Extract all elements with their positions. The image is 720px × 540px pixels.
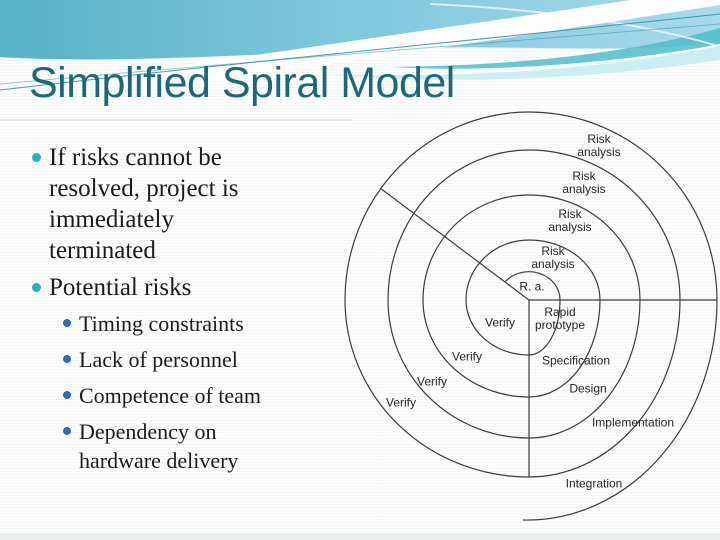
- axis-diagonal-line: [379, 187, 530, 301]
- list-item-text: If risks cannot be resolved, project is …: [49, 144, 239, 264]
- bullet-dot-icon: [32, 283, 41, 292]
- bullet-list: If risks cannot be resolved, project is …: [30, 142, 330, 482]
- bullet-dot-icon: [63, 391, 71, 399]
- label-specification: Specification: [541, 353, 611, 368]
- list-item-text: Potential risks: [49, 274, 192, 301]
- label-integration: Integration: [565, 476, 623, 491]
- label-risk-analysis: Risk analysis: [577, 132, 621, 159]
- list-item-text: Competence of team: [79, 383, 262, 408]
- label-verify: Verify: [484, 315, 516, 330]
- label-risk-analysis: Risk analysis: [548, 207, 592, 234]
- list-item: Competence of team: [61, 381, 330, 410]
- bullet-dot-icon: [63, 319, 71, 327]
- slide-title: Simplified Spiral Model: [29, 59, 455, 107]
- label-design: Design: [569, 381, 607, 396]
- label-verify: Verify: [451, 349, 483, 364]
- list-item-text: Dependency on hardware delivery: [79, 419, 239, 473]
- list-item-text: Timing constraints: [79, 311, 244, 336]
- label-rapid-prototype: Rapid prototype: [534, 305, 586, 332]
- list-item: If risks cannot be resolved, project is …: [30, 142, 330, 266]
- list-item: Timing constraints: [61, 309, 330, 338]
- spiral-curve: [344, 111, 718, 521]
- label-risk-analysis: Risk analysis: [562, 169, 606, 196]
- bottom-edge-strip: [0, 533, 720, 540]
- title-underline: [0, 119, 352, 121]
- label-implementation: Implementation: [591, 415, 675, 430]
- list-item: Lack of personnel: [61, 345, 330, 374]
- label-verify: Verify: [385, 395, 417, 410]
- bullet-dot-icon: [63, 427, 71, 435]
- bullet-dot-icon: [32, 153, 41, 162]
- label-risk-analysis: Risk analysis: [531, 244, 575, 271]
- label-risk-analysis-abbrev: R. a.: [519, 279, 545, 294]
- list-item: Dependency on hardware delivery: [61, 417, 330, 475]
- list-item-text: Lack of personnel: [79, 347, 238, 372]
- label-verify: Verify: [416, 374, 448, 389]
- bullet-dot-icon: [63, 355, 71, 363]
- list-item: Potential risks: [30, 272, 330, 303]
- header-wave-decoration: [0, 0, 720, 91]
